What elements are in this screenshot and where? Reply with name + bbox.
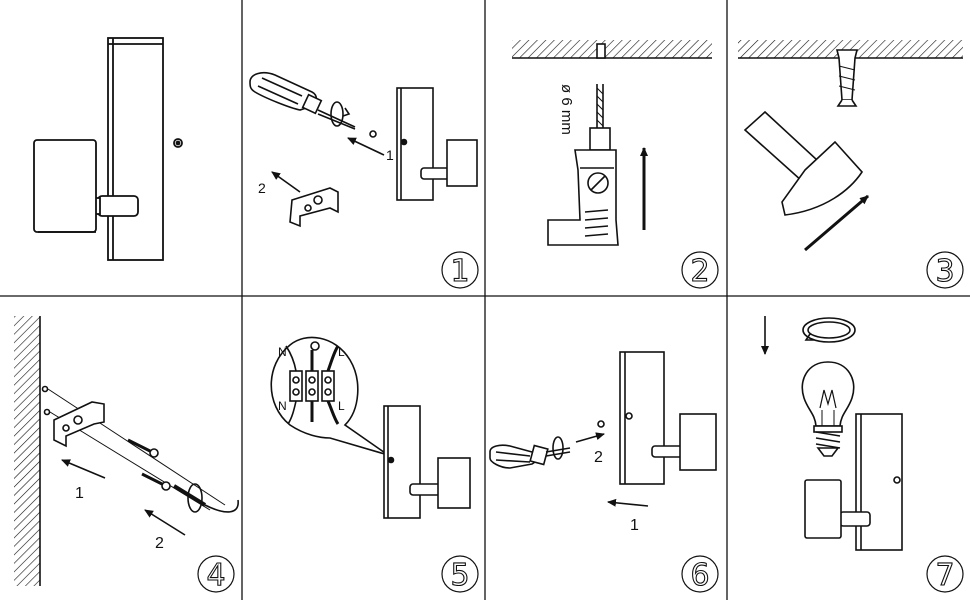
svg-text:7: 7 bbox=[935, 558, 954, 593]
bracket-icon bbox=[289, 187, 339, 228]
panel-step-6 bbox=[489, 351, 717, 507]
hammer-icon bbox=[743, 110, 864, 216]
screw-icon bbox=[369, 130, 377, 138]
step-badge: 1 bbox=[441, 251, 479, 290]
panel-step-4 bbox=[14, 316, 239, 586]
wall-plate bbox=[107, 37, 164, 261]
terminal-block bbox=[289, 370, 335, 402]
arrow-label-1: 1 bbox=[75, 485, 84, 502]
svg-text:3: 3 bbox=[935, 254, 954, 289]
svg-text:5: 5 bbox=[450, 558, 469, 593]
screwdriver-icon bbox=[249, 72, 356, 130]
svg-text:6: 6 bbox=[690, 558, 709, 593]
screw-icon bbox=[127, 438, 159, 458]
panel-step-7 bbox=[761, 316, 903, 551]
screw-icon bbox=[141, 472, 171, 491]
panel-step-1 bbox=[249, 72, 478, 228]
wire-label-neutral: N bbox=[278, 399, 287, 413]
lamp-body bbox=[619, 351, 717, 485]
step-badge: 7 bbox=[926, 555, 964, 594]
svg-text:4: 4 bbox=[206, 558, 225, 593]
lamp-body bbox=[396, 87, 478, 201]
wall-hatch bbox=[14, 316, 40, 586]
arrow-label-2: 2 bbox=[258, 180, 266, 196]
arrow-label-2: 2 bbox=[155, 535, 164, 552]
wire-label-live: L bbox=[338, 345, 345, 359]
drill-size-label: ø 6 mm bbox=[558, 84, 575, 135]
wire-label-neutral: N bbox=[278, 345, 287, 359]
panel-step-2 bbox=[512, 40, 712, 246]
screw-icon bbox=[597, 420, 605, 428]
arrow-label-1: 1 bbox=[630, 517, 639, 534]
step-badge: 3 bbox=[926, 251, 964, 290]
panel-step-5 bbox=[270, 336, 471, 519]
screwdriver-icon bbox=[489, 436, 571, 469]
lamp-body bbox=[383, 405, 471, 519]
panel-step-3 bbox=[738, 40, 963, 252]
arrow-label-2: 2 bbox=[594, 449, 603, 466]
lamp-body bbox=[804, 413, 903, 551]
light-bulb-icon bbox=[801, 361, 855, 457]
svg-text:2: 2 bbox=[690, 254, 709, 289]
step-badge: 2 bbox=[681, 251, 719, 290]
step-badge: 5 bbox=[441, 555, 479, 594]
panel-product-overview bbox=[33, 37, 183, 261]
rotate-arrow-icon bbox=[802, 317, 856, 343]
step-badge: 6 bbox=[681, 555, 719, 594]
spotlight-head bbox=[33, 139, 97, 233]
step-number-badges: 1 2 3 4 5 6 7 bbox=[197, 251, 964, 594]
swivel-joint bbox=[97, 195, 139, 217]
ceiling-hatch bbox=[512, 40, 712, 58]
ceiling-hatch bbox=[738, 40, 963, 58]
screwdriver-icon bbox=[172, 483, 239, 513]
bracket-icon bbox=[53, 401, 105, 448]
arrow-label-1: 1 bbox=[386, 147, 394, 163]
step-badge: 4 bbox=[197, 555, 235, 594]
wall-plug-icon bbox=[835, 49, 859, 107]
wire-label-live: L bbox=[338, 399, 345, 413]
drill-icon bbox=[547, 84, 619, 246]
earth-icon bbox=[310, 341, 320, 351]
svg-text:1: 1 bbox=[450, 254, 469, 289]
